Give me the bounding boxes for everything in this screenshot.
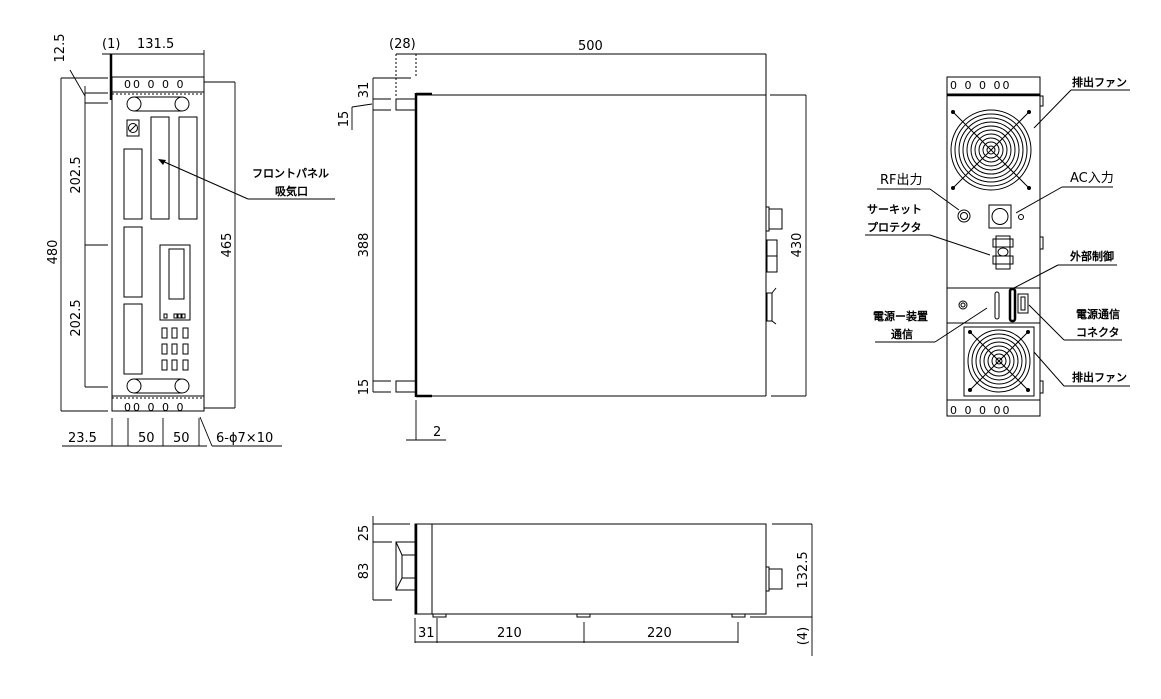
dim-hole-pitch-1: 50: [138, 431, 155, 446]
front-top-mount-holes: 00 0 0 0: [124, 78, 185, 91]
front-panel-label: フロントパネル: [252, 167, 329, 180]
exhaust-fan-top-label: 排出ファン: [1072, 75, 1127, 89]
front-view: 00 0 0 0 00 0 0 0: [46, 34, 335, 447]
side-connectors: [765, 206, 783, 325]
dim-foot-offset: 31: [418, 626, 435, 641]
dim-foot-pitch-1: 210: [497, 626, 522, 641]
dim-mount-height: 465: [220, 233, 235, 258]
rf-output-connector-icon: [957, 209, 971, 223]
exhaust-fan-top-icon: [950, 109, 1032, 191]
bottom-body-outline: [414, 523, 767, 615]
intake-vent: [178, 116, 198, 220]
circuit-protector-label-2: プロテクタ: [867, 220, 922, 234]
dim-top-margin: 12.5: [53, 34, 68, 63]
dim-top-handle: 31: [357, 82, 372, 99]
dim-handle-depth: (28): [389, 37, 416, 52]
intake-vent: [150, 116, 170, 220]
external-control-label: 外部制御: [1069, 249, 1114, 263]
dim-height: 430: [790, 233, 805, 258]
bottom-handle: [126, 378, 190, 394]
dim-handle-height-bottom: 15: [357, 379, 372, 396]
intake-label: 吸気口: [275, 184, 308, 198]
dim-foot-pitch-2: 220: [647, 626, 672, 641]
rear-view: 0 0 0 00 0 0 0 00: [865, 75, 1130, 417]
dim-mount-holes: 6-ϕ7×10: [216, 431, 273, 446]
psu-comm-connector-label-1: 電源通信: [1076, 307, 1120, 321]
side-handle-bottom: [395, 380, 417, 393]
dim-top-offset-bottom: 25: [357, 525, 372, 542]
foot: [731, 613, 746, 618]
dim-depth: 500: [578, 39, 603, 54]
intake-vent: [123, 226, 143, 298]
exhaust-fan-bottom-label: 排出ファン: [1072, 370, 1127, 384]
dim-total-height: 480: [46, 240, 61, 265]
ac-input-label: AC入力: [1070, 171, 1114, 186]
circuit-protector-label-1: サーキット: [867, 203, 922, 216]
dim-handle-height: 83: [357, 563, 372, 580]
dim-handle-span: 388: [357, 233, 372, 258]
dim-panel-thickness: 2: [433, 425, 441, 440]
dim-top-offset: (1): [102, 37, 120, 52]
circuit-protector-icon: [992, 235, 1014, 270]
rf-output-label: RF出力: [880, 173, 923, 188]
bottom-view: 25 83 132.5 (4) 31 210 220: [357, 516, 813, 656]
psu-device-comm-label-2: 通信: [891, 327, 913, 341]
psu-comm-connector-label-2: コネクタ: [1076, 326, 1120, 339]
exhaust-fan-bottom-icon: [967, 329, 1031, 393]
side-view: (28) 500 31 15 388 15 430 2: [337, 37, 807, 441]
dim-foot-height: (4): [796, 627, 811, 645]
foot: [432, 613, 447, 618]
dim-lower-pitch: 202.5: [69, 299, 84, 336]
dim-bottom-height: 132.5: [796, 551, 811, 588]
dim-front-width: 131.5: [137, 37, 174, 52]
foot: [576, 613, 591, 618]
display-module: [159, 244, 191, 321]
dim-left-offset: 23.5: [68, 431, 97, 446]
dim-handle-height-top: 15: [337, 111, 352, 128]
ground-terminal-icon: [958, 300, 968, 310]
key-switch-icon: [126, 119, 140, 137]
display-screen: [168, 248, 185, 300]
keypad: [161, 327, 189, 371]
psu-device-comm-label-1: 電源ー装置: [873, 309, 928, 323]
psu-device-comm-connector-icon: [994, 291, 1000, 320]
top-handle: [126, 96, 190, 112]
rear-bottom-mount-holes: 0 0 0 00: [950, 404, 1011, 417]
dim-upper-pitch: 202.5: [69, 156, 84, 193]
front-panel-outline: [111, 76, 205, 412]
rear-top-mount-holes: 0 0 0 00: [950, 79, 1011, 92]
external-control-connector-icon: [1008, 287, 1017, 323]
ac-input-connector-icon: [988, 204, 1012, 229]
dim-hole-pitch-2: 50: [173, 431, 190, 446]
front-bottom-mount-holes: 00 0 0 0: [124, 401, 185, 414]
psu-comm-connector-icon: [1017, 293, 1029, 314]
intake-vent: [123, 303, 143, 375]
side-handle-top: [395, 98, 417, 111]
intake-vent: [123, 148, 143, 220]
